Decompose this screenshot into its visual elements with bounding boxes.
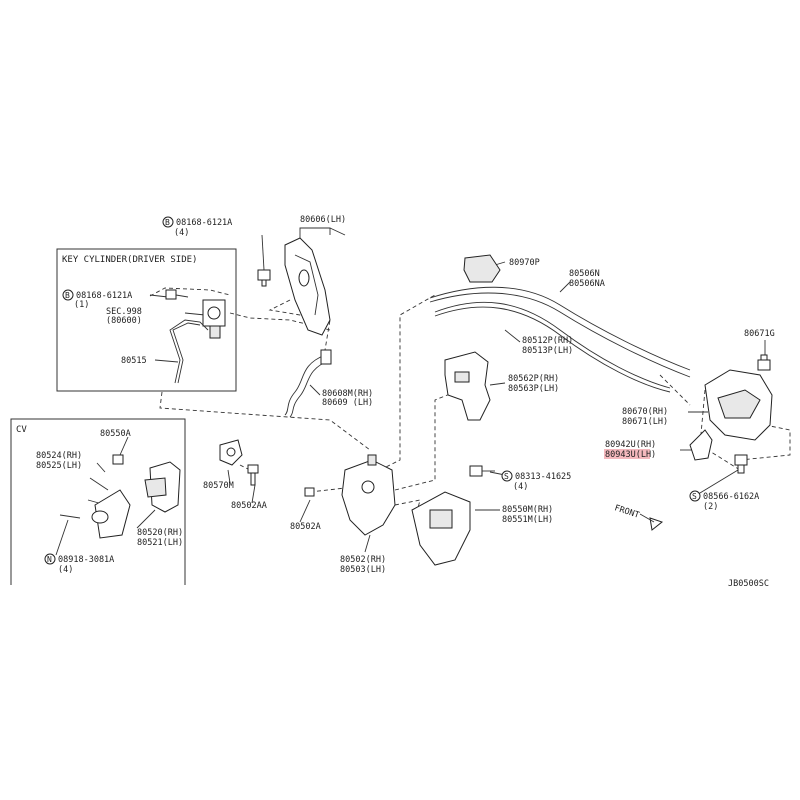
part-80502aa-bolt <box>247 464 259 486</box>
leader-lines <box>55 227 766 556</box>
front-arrow-icon <box>639 513 664 531</box>
label-08168-top: 08168-6121A <box>176 218 232 228</box>
part-80570m-bracket <box>219 439 243 466</box>
key-cylinder-box <box>56 248 237 392</box>
label-80609: 80609 (LH) <box>322 398 373 408</box>
label-80606: 80606(LH) <box>300 215 346 225</box>
label-80608m: 80608M(RH) <box>322 389 373 399</box>
label-08168-top-qty: (4) <box>174 228 189 238</box>
label-80942u: 80942U(RH) <box>605 440 656 450</box>
label-80970p: 80970P <box>509 258 540 268</box>
label-80513p: 80513P(LH) <box>522 346 573 356</box>
label-80521: 80521(LH) <box>137 538 183 548</box>
highlight-80943u <box>604 449 650 459</box>
part-80606-handle <box>284 237 331 336</box>
label-80671g: 80671G <box>744 329 775 339</box>
marker-n-08918: N <box>44 553 56 565</box>
marker-s-08566: S <box>689 490 701 502</box>
label-80506n: 80506N <box>569 269 600 279</box>
part-key-cylinder <box>202 299 226 339</box>
part-08313-screw <box>469 465 495 477</box>
part-80550m-actuator <box>411 491 471 566</box>
label-80562p: 80562P(RH) <box>508 374 559 384</box>
part-80524-pins <box>59 477 131 539</box>
part-80942u-clip <box>689 429 713 461</box>
svg-text:N: N <box>47 555 52 564</box>
label-08168-in-qty: (1) <box>74 300 89 310</box>
label-80671: 80671(LH) <box>622 417 668 427</box>
key-cylinder-title: KEY CYLINDER(DRIVER SIDE) <box>62 255 197 265</box>
svg-text:S: S <box>504 472 509 481</box>
part-80562p-bracket <box>444 351 491 421</box>
svg-text:S: S <box>692 492 697 501</box>
label-08313: 08313-41625 <box>515 472 571 482</box>
label-80570m: 80570M <box>203 481 234 491</box>
label-80502a: 80502A <box>290 522 321 532</box>
marker-s-08313: S <box>501 470 513 482</box>
part-80670-handle <box>704 369 773 441</box>
label-80550a: 80550A <box>100 429 131 439</box>
label-08168-in: 08168-6121A <box>76 291 132 301</box>
label-08313-qty: (4) <box>513 482 528 492</box>
label-80503: 80503(LH) <box>340 565 386 575</box>
part-80502a-bolt <box>304 487 315 497</box>
part-80502-latch <box>341 454 396 536</box>
bolt-icon-08168-top <box>257 269 271 287</box>
svg-text:B: B <box>65 291 70 300</box>
part-08566-screw <box>734 454 748 474</box>
svg-text:B: B <box>165 218 170 227</box>
cv-box <box>10 418 186 585</box>
part-80671g-bolt <box>757 354 771 371</box>
label-80563p: 80563P(LH) <box>508 384 559 394</box>
marker-b-in: B <box>62 289 74 301</box>
label-80520: 80520(RH) <box>137 528 183 538</box>
part-80608m-rod <box>320 349 332 365</box>
label-08918-qty: (4) <box>58 565 73 575</box>
label-08566: 08566-6162A <box>703 492 759 502</box>
marker-b-top: B <box>162 216 174 228</box>
label-80524: 80524(RH) <box>36 451 82 461</box>
part-80520-striker <box>144 461 181 513</box>
label-diagram-code: JB0500SC <box>728 579 769 589</box>
label-80506na: 80506NA <box>569 279 605 289</box>
label-08918: 08918-3081A <box>58 555 114 565</box>
part-80515-rod <box>169 319 209 384</box>
label-80943u: 80943U(LH) <box>605 450 656 460</box>
cables <box>284 286 691 418</box>
part-80970p-clip <box>463 254 501 283</box>
label-80512p: 80512P(RH) <box>522 336 573 346</box>
label-80525: 80525(LH) <box>36 461 82 471</box>
label-80670: 80670(RH) <box>622 407 668 417</box>
label-80551m: 80551M(LH) <box>502 515 553 525</box>
label-80550m: 80550M(RH) <box>502 505 553 515</box>
label-front: FRONT <box>613 503 640 520</box>
label-80515: 80515 <box>121 356 147 366</box>
label-sec998: SEC.998 <box>106 307 142 317</box>
bolt-icon-08168-in <box>165 289 189 300</box>
label-80502aa: 80502AA <box>231 501 267 511</box>
label-sec998-ref: (80600) <box>106 316 142 326</box>
label-80502: 80502(RH) <box>340 555 386 565</box>
cv-title: CV <box>16 425 27 435</box>
label-08566-qty: (2) <box>703 502 718 512</box>
part-80550a-bolt <box>112 454 124 465</box>
